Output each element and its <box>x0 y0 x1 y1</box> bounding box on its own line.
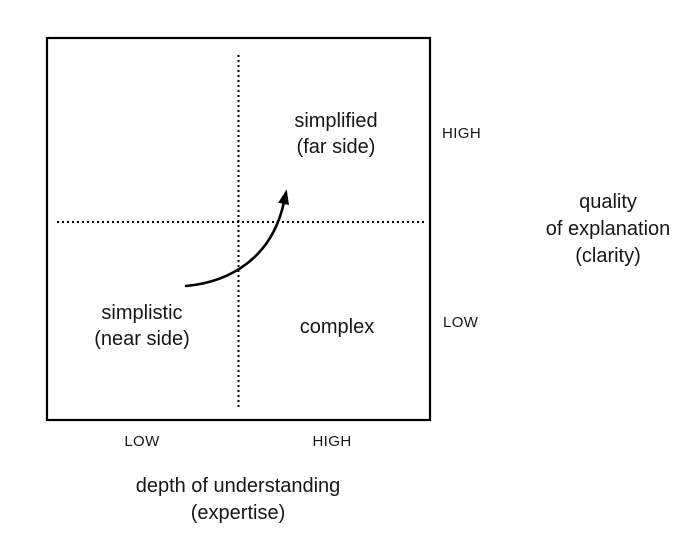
quadrant-label-simplified: simplified (far side) <box>294 108 377 160</box>
quadrant-label-simplistic: simplistic (near side) <box>94 300 190 352</box>
x-axis-title-line2: (expertise) <box>190 502 286 524</box>
quadrant-label-complex: complex <box>300 314 374 340</box>
y-axis-title-line1: quality <box>579 191 637 213</box>
x-axis-title-line1: depth of understanding <box>135 475 341 497</box>
x-axis-high-label: HIGH <box>312 433 352 450</box>
x-axis-low-label: LOW <box>124 433 160 450</box>
quadrant-label-complex-line1: complex <box>299 316 375 338</box>
quadrant-box <box>45 36 432 422</box>
quadrant-label-simplistic-line2: (near side) <box>94 328 190 350</box>
y-axis-title-line3: (clarity) <box>575 245 641 267</box>
y-axis-title-line2: of explanation <box>545 218 671 240</box>
x-axis-title: depth of understanding (expertise) <box>136 473 341 527</box>
quadrant-label-simplistic-line1: simplistic <box>101 302 183 324</box>
y-axis-title: quality of explanation (clarity) <box>546 189 671 270</box>
quadrant-label-simplified-line2: (far side) <box>296 136 376 158</box>
trajectory-arrow <box>184 189 289 288</box>
y-axis-low-label: LOW <box>443 314 479 331</box>
y-axis-high-label: HIGH <box>442 125 482 142</box>
quadrant-label-simplified-line1: simplified <box>294 110 378 132</box>
